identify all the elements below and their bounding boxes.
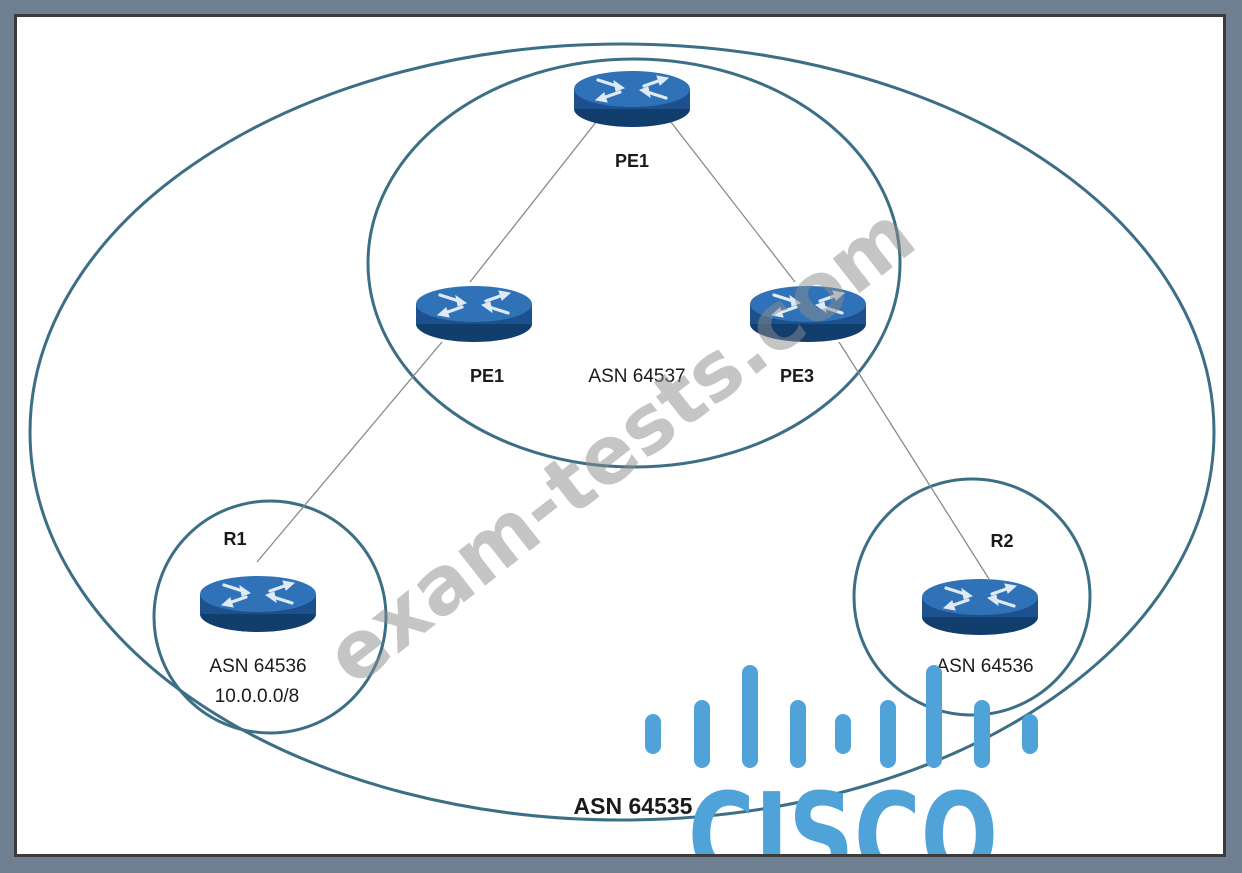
core-asn-zone [366,57,902,469]
link-pe1left-r1 [256,341,443,563]
outer-asn-label: ASN 64535 [574,793,693,819]
link-pe1top-pe1left [469,116,601,283]
link-pe3-r2 [838,341,990,580]
watermark-text: exam-tests.com [308,188,931,704]
router-label-r2: R2 [990,531,1013,551]
r1-prefix-label: 10.0.0.0/8 [215,686,300,707]
router-label-pe-top: PE1 [615,151,649,171]
router-icon [414,284,534,344]
router-icon [198,574,318,634]
r1-asn-label: ASN 64536 [209,656,306,677]
cisco-logo-bars [645,665,1038,768]
router-icon [572,69,692,129]
r1-asn-zone [152,499,388,735]
router-icon [920,577,1040,637]
router-label-pe-right: PE3 [780,366,814,386]
core-asn-label: ASN 64537 [588,366,685,387]
r2-asn-zone [852,477,1092,717]
diagram-frame: PE1 PE1 PE3 R1 R2 ASN 64537 ASN 64536 10… [14,14,1226,857]
router-label-pe-left: PE1 [470,366,504,386]
cisco-logo-text: CISCO [688,767,998,854]
network-diagram: PE1 PE1 PE3 R1 R2 ASN 64537 ASN 64536 10… [28,42,1216,854]
router-label-r1: R1 [223,529,246,549]
link-pe1top-pe3 [666,116,796,283]
r2-asn-label: ASN 64536 [936,656,1033,677]
outer-asn-zone [28,42,1216,822]
cisco-logo: CISCO [645,665,1038,854]
